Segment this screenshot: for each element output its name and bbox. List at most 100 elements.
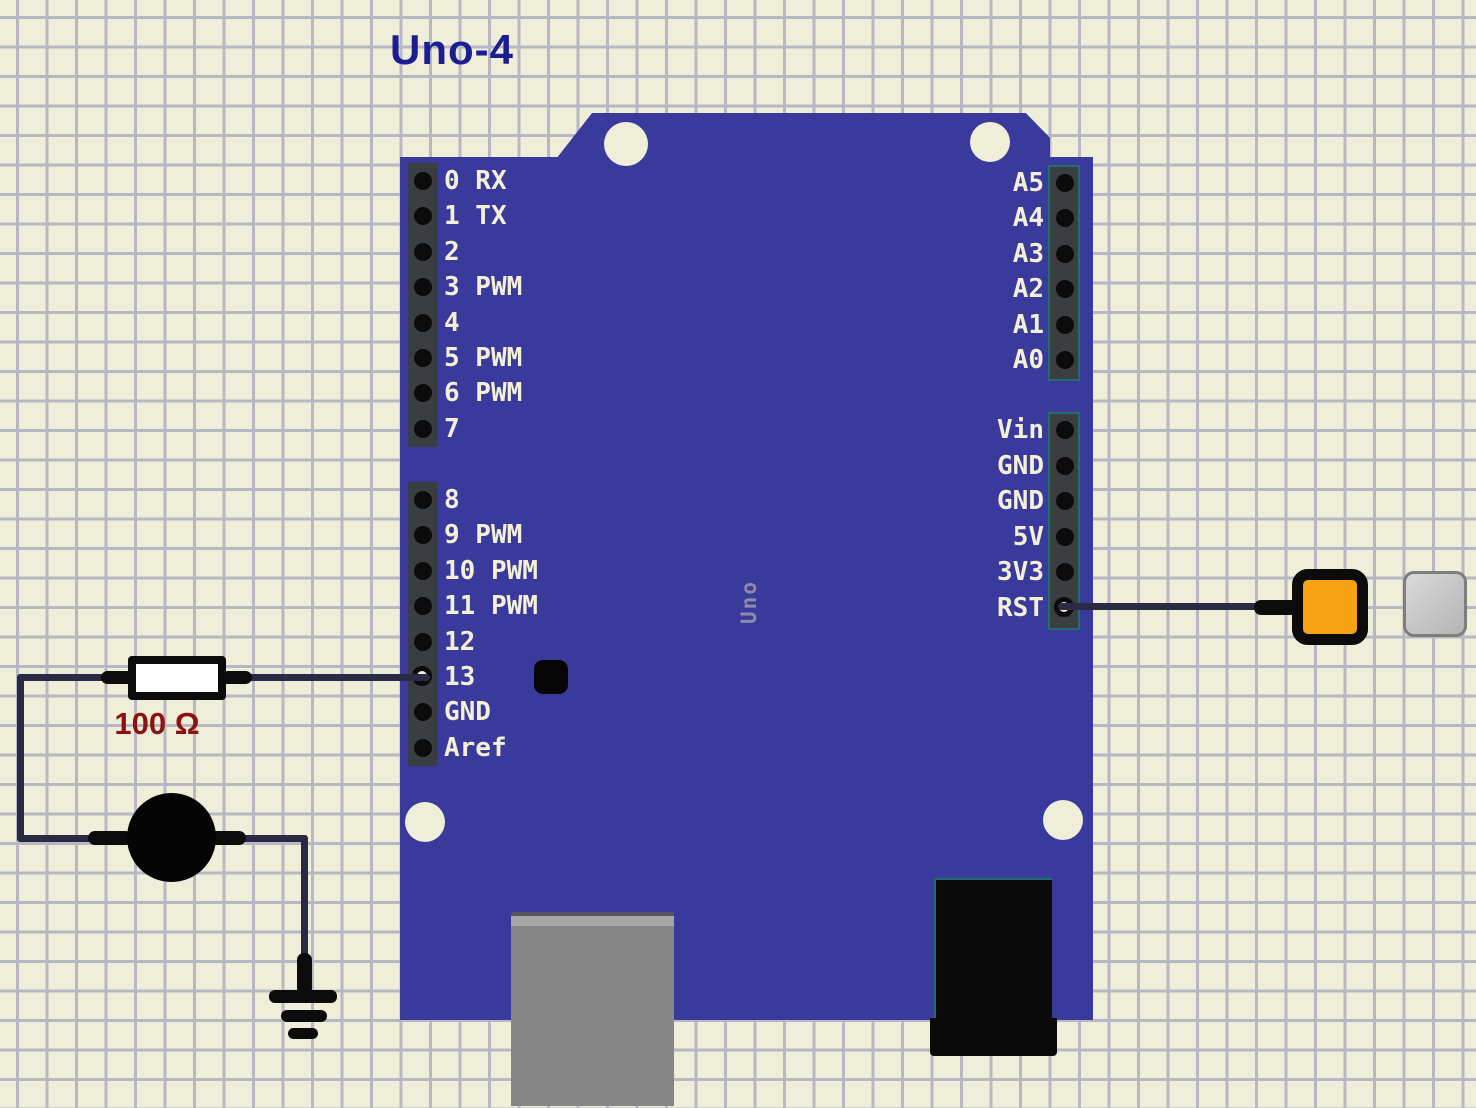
wire-to-ground[interactable] [301,835,308,963]
resistor[interactable] [128,656,226,700]
ground-symbol-bar3 [288,1028,318,1039]
pin-10-pwm[interactable]: 10 PWM [408,556,538,586]
wire-left-vertical[interactable] [17,674,24,842]
pin-hole[interactable] [1056,244,1074,263]
pin-hole[interactable] [414,384,432,403]
resistor-lead-right [220,671,252,684]
pin-rst[interactable]: RST [997,593,1080,623]
digital-header-top[interactable]: 0 RX 1 TX 2 3 PWM 4 5 PWM 6 PWM 7 [408,163,522,447]
pin-hole[interactable] [1056,492,1074,511]
pin-a0[interactable]: A0 [1013,345,1080,375]
pin-7[interactable]: 7 [408,414,460,444]
pin-3v3[interactable]: 3V3 [997,557,1080,587]
resistor-lead-left [101,671,133,684]
ground-symbol[interactable] [269,990,337,1003]
pin-hole[interactable] [414,632,432,651]
pin-gnd[interactable]: GND [408,697,491,727]
pin-8[interactable]: 8 [408,485,460,515]
pin-label: 9 PWM [444,520,523,551]
pin-hole[interactable] [1056,527,1074,546]
pin-hole[interactable] [414,207,432,226]
pin-9-pwm[interactable]: 9 PWM [408,520,522,550]
pin-3-pwm[interactable]: 3 PWM [408,272,522,302]
pin-hole[interactable] [414,526,432,545]
pin-label: 3V3 [997,557,1044,588]
pin-aref[interactable]: Aref [408,733,507,763]
mounting-hole-bottom-right [1043,800,1083,840]
pin-vin[interactable]: Vin [997,415,1080,445]
pin-hole[interactable] [1056,563,1074,582]
pin-label: Aref [444,732,507,763]
pin-hole[interactable] [1056,280,1074,299]
pin-hole[interactable] [414,313,432,332]
gray-pad-component[interactable] [1403,571,1467,637]
pin-label: 13 [444,662,476,692]
pin-hole[interactable] [1056,209,1074,228]
pin-hole[interactable] [1056,351,1074,369]
pin-label: 2 [444,236,460,267]
pin-label: 7 [444,413,460,444]
usb-connector [511,912,674,1106]
pin-5v[interactable]: 5V [1013,522,1080,552]
wire-resistor-left[interactable] [17,674,109,681]
pin-a3[interactable]: A3 [1013,239,1080,269]
pin-a5[interactable]: A5 [1013,168,1080,198]
wire-led-right[interactable] [238,835,308,842]
pin-hole[interactable] [414,738,432,757]
pin-hole[interactable] [414,349,432,367]
button-lead [1254,600,1298,615]
pin-label: 6 PWM [444,378,523,409]
pin-hole[interactable] [414,278,432,297]
mounting-hole-top-left [604,122,648,166]
pin-1-tx[interactable]: 1 TX [408,201,507,231]
pin-12[interactable]: 12 [408,627,475,657]
arduino-board[interactable] [400,157,1093,1020]
pin-label: 8 [444,485,460,515]
pin-hole[interactable] [414,242,432,261]
ground-symbol-bar2 [281,1010,327,1022]
pin-gnd[interactable]: GND [997,451,1080,481]
pin-label: 4 [444,307,460,338]
pin-6-pwm[interactable]: 6 PWM [408,378,522,408]
wire-resistor-to-pin13[interactable] [244,674,430,681]
pin-label: 3 PWM [444,272,523,303]
pin-hole[interactable] [1056,174,1074,192]
mounting-hole-bottom-left [405,802,445,842]
pin-11-pwm[interactable]: 11 PWM [408,591,538,621]
pin-label: A5 [1012,168,1044,198]
pin-hole[interactable] [414,561,432,580]
pin-a1[interactable]: A1 [1013,310,1080,340]
pin-hole[interactable] [414,597,432,616]
pin-0-rx[interactable]: 0 RX [408,166,507,196]
pin-a2[interactable]: A2 [1013,274,1080,304]
board-title: Uno-4 [390,26,514,73]
pin-label: A4 [1012,203,1044,234]
pin-hole[interactable] [414,172,432,190]
pin-hole[interactable] [414,419,432,438]
mounting-hole-top-right [970,122,1010,162]
pin-hole[interactable] [1056,315,1074,334]
led[interactable] [127,793,216,882]
pin-5-pwm[interactable]: 5 PWM [408,343,522,373]
pin-label: GND [997,450,1044,481]
pin-hole[interactable] [414,703,432,722]
push-button[interactable] [1292,569,1368,645]
pin-a4[interactable]: A4 [1013,203,1080,233]
pin-label: A1 [1012,309,1044,340]
resistor-value-label: 100 Ω [114,706,200,741]
wire-rst-to-button[interactable] [1058,603,1266,610]
wire-to-led-left[interactable] [17,835,93,842]
pin-label: 12 [444,626,476,657]
pin-2[interactable]: 2 [408,237,460,267]
pin-gnd[interactable]: GND [997,486,1080,516]
pin-label: Vin [997,415,1044,445]
pin-hole[interactable] [414,491,432,509]
pin-label: 10 PWM [444,555,538,586]
pin-4[interactable]: 4 [408,308,460,338]
pin-hole[interactable] [1056,421,1074,439]
pin-hole[interactable] [1056,456,1074,475]
